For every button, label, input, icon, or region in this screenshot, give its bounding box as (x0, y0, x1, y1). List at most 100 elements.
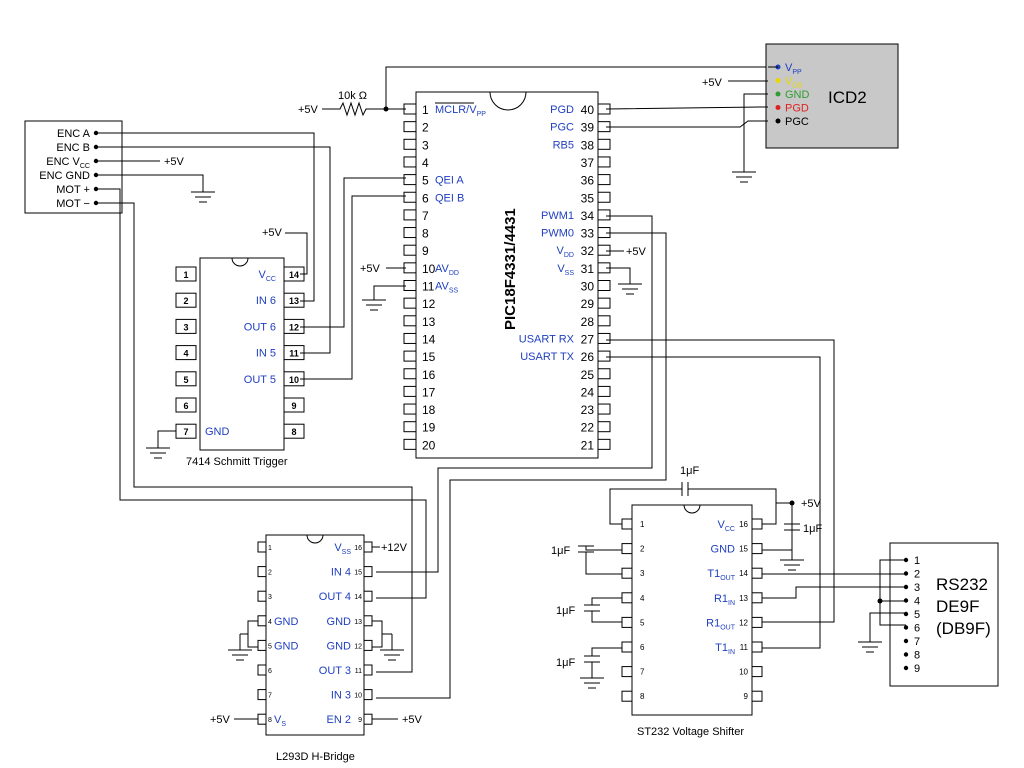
pin-pad (257, 590, 267, 602)
pin-dot (903, 625, 909, 630)
pin-label: ENC VCC (46, 156, 90, 170)
pin-label: R1OUT (706, 617, 736, 631)
rs232-title-3: (DB9F) (936, 619, 991, 638)
pin-number: 14 (354, 594, 362, 601)
pin-pad (175, 292, 197, 308)
pin-number: 3 (914, 582, 920, 594)
pin-number: 20 (422, 438, 436, 452)
pin-label: PWM1 (541, 210, 574, 222)
pin-number: 4 (183, 349, 188, 359)
cap-label: 1μF (556, 657, 575, 669)
pin-dot (903, 584, 909, 590)
icd2-wiring: +5V (605, 77, 768, 183)
pin-label: PWM0 (541, 228, 574, 240)
pin-number: 13 (354, 619, 362, 626)
pin-pad (597, 421, 611, 433)
pin-label: EN 2 (327, 714, 351, 726)
pin-number: 10 (289, 375, 299, 385)
pin-pad (363, 713, 373, 725)
pin-pad (283, 318, 305, 334)
pin-number: 5 (640, 618, 645, 627)
pin-label: MOT + (56, 184, 90, 196)
pic-left-wiring: +5V (360, 263, 406, 311)
pin-pad (751, 543, 763, 555)
pin-label: USART RX (519, 333, 575, 345)
pin-label: GND (785, 89, 810, 101)
pin-number: 13 (739, 594, 748, 603)
pin-number: 7 (422, 209, 429, 223)
pin-number: 8 (291, 427, 296, 437)
pin-number: 2 (914, 569, 920, 581)
pin-label: PGD (550, 104, 574, 116)
pin-number: 9 (291, 401, 296, 411)
pin-number: 4 (640, 594, 645, 603)
pin-pad (363, 689, 373, 701)
pin-label: T1OUT (707, 568, 735, 582)
pin-number: 27 (581, 332, 595, 346)
pin-number: 40 (581, 103, 595, 117)
pin-pad (257, 615, 267, 627)
pin-number: 15 (354, 570, 362, 577)
pin-number: 6 (640, 643, 645, 652)
pin-pad (597, 403, 611, 415)
pin-number: 6 (914, 623, 920, 635)
pin-pad (751, 592, 763, 604)
pin-number: 11 (422, 280, 435, 294)
pin-number: 5 (183, 375, 188, 385)
pin-pad (403, 368, 417, 380)
schmitt-caption: 7414 Schmitt Trigger (186, 456, 288, 468)
pin-pad (175, 371, 197, 387)
pin-label: GND (274, 616, 299, 628)
pin-number: 21 (581, 438, 595, 452)
pin-number: 2 (183, 296, 188, 306)
pin-number: 19 (422, 421, 436, 435)
pin-label: VSS (557, 263, 574, 277)
pin-number: 12 (422, 297, 436, 311)
pin-pad (403, 121, 417, 133)
hbridge-wiring: +12V +5V +5V (210, 542, 423, 726)
pin-number: 36 (581, 174, 595, 188)
pin-number: 7 (268, 693, 272, 700)
pin-number: 9 (358, 717, 362, 724)
pin-label: OUT 3 (319, 665, 351, 677)
pin-label: VS (274, 714, 286, 728)
pin-number: 31 (581, 262, 595, 276)
pin-pad (597, 297, 611, 309)
pin-pad (175, 318, 197, 334)
rs232-wiring (858, 559, 906, 653)
pin-number: 12 (354, 643, 362, 650)
pin-pad (403, 227, 417, 239)
pin-label: PGD (785, 103, 809, 115)
pin-number: 29 (581, 297, 595, 311)
pin-label: GND (205, 426, 230, 438)
pin-pad (403, 244, 417, 256)
pin-number: 11 (289, 349, 299, 359)
pin-pad (751, 690, 763, 702)
pin-label: VDD (785, 76, 802, 90)
pin-number: 17 (422, 385, 436, 399)
pin-pad (751, 567, 763, 579)
pin-number: 1 (640, 520, 645, 529)
pin-dot (775, 118, 781, 124)
pin-number: 14 (739, 569, 748, 578)
pin-dot (775, 105, 781, 110)
pin-label: GND (327, 640, 352, 652)
pin-number: 3 (183, 322, 188, 332)
schmitt-wiring: +5V (146, 177, 406, 459)
pin-pad (363, 566, 373, 578)
pin-dot (903, 638, 909, 644)
pin-number: 33 (581, 227, 595, 241)
pin-pad (597, 438, 611, 450)
pin-number: 7 (183, 427, 188, 437)
pin-dot (903, 665, 909, 671)
pin-number: 11 (740, 643, 749, 652)
pin-number: 16 (739, 520, 748, 529)
pin-number: 16 (354, 545, 362, 552)
pin-pad (403, 209, 417, 221)
pin-number: 32 (581, 244, 595, 258)
pin-number: 6 (422, 191, 429, 205)
pin-label: VSS (334, 542, 351, 556)
pic-chip: PIC18F4331/4431 (415, 91, 599, 459)
